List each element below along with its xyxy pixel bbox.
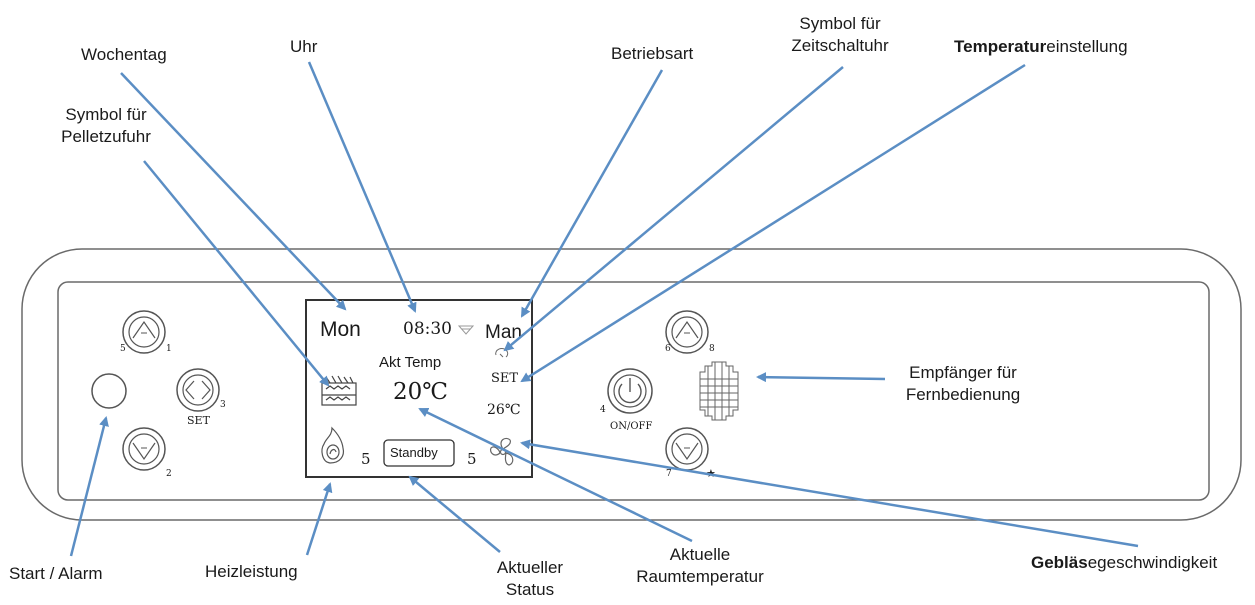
on-off-button[interactable]	[607, 368, 653, 414]
label-empf-line1: Empfänger für	[909, 363, 1017, 382]
label-uhr: Uhr	[290, 37, 318, 56]
label-empf-line2: Fernbedienung	[905, 385, 1021, 404]
flame-power-icon	[321, 426, 345, 464]
label-wochentag: Wochentag	[81, 45, 167, 64]
label-raum-line1: Aktuelle	[669, 545, 731, 564]
right-down-star: ★	[706, 467, 716, 480]
label-status: Aktueller Status	[475, 557, 585, 601]
lcd-power-level: 5	[361, 450, 371, 468]
right-up-button[interactable]	[665, 310, 709, 354]
lcd-set-temp: 26℃	[487, 402, 521, 418]
pellet-feed-icon	[321, 375, 357, 406]
left-set-label: SET	[187, 414, 210, 427]
left-right-button[interactable]	[176, 368, 220, 412]
left-up-num-left: 5	[120, 344, 126, 354]
label-zeitschaltuhr: Symbol für Zeitschaltuhr	[770, 13, 910, 57]
label-pellet-line1: Symbol für	[65, 105, 147, 124]
label-empfaenger: Empfänger für Fernbedienung	[888, 362, 1038, 406]
right-down-button[interactable]	[665, 427, 709, 471]
left-down-num: 2	[166, 469, 172, 479]
onoff-num: 4	[600, 405, 606, 415]
right-up-num-right: 8	[709, 344, 715, 354]
lcd-weekday: Mon	[320, 318, 361, 341]
label-geblaese-bold: Gebläs	[1031, 553, 1088, 572]
left-up-num-right: 1	[166, 344, 172, 354]
label-geblaese-rest: egeschwindigkeit	[1087, 553, 1218, 572]
label-status-line1: Aktueller	[496, 558, 564, 577]
label-temp-rest: einstellung	[1046, 37, 1128, 56]
label-start-alarm: Start / Alarm	[9, 564, 103, 583]
lcd-akt-temp-label: Akt Temp	[379, 354, 442, 371]
label-zeitschalt-line2: Zeitschaltuhr	[791, 36, 889, 55]
wifi-indicator-icon	[457, 325, 475, 335]
label-betriebsart: Betriebsart	[611, 44, 694, 63]
label-raumtemperatur: Aktuelle Raumtemperatur	[615, 544, 785, 588]
label-temperatureinstellung: Temperatureinstellung	[954, 36, 1128, 58]
label-temp-bold: Temperatur	[954, 37, 1047, 56]
lcd-set-label: SET	[491, 371, 519, 386]
lcd-status: Standby	[390, 445, 438, 460]
lcd-fan-level: 5	[467, 450, 477, 468]
start-alarm-button[interactable]	[91, 373, 127, 409]
lcd-mode: Man	[485, 322, 522, 343]
label-raum-line2: Raumtemperatur	[636, 567, 764, 586]
lcd-room-temp: 20℃	[393, 379, 448, 405]
label-pellet-line2: Pelletzufuhr	[61, 127, 151, 146]
remote-receiver-icon	[699, 361, 739, 421]
label-zeitschalt-line1: Symbol für	[799, 14, 881, 33]
label-heizleistung: Heizleistung	[205, 562, 298, 581]
left-right-num: 3	[220, 400, 226, 410]
label-pellet: Symbol für Pelletzufuhr	[36, 104, 176, 148]
timer-icon	[495, 348, 509, 358]
label-geblaesegeschwindigkeit: Gebläsegeschwindigkeit	[1031, 552, 1217, 574]
lcd-clock: 08:30	[403, 319, 452, 339]
onoff-label: ON/OFF	[610, 421, 653, 432]
label-status-line2: Status	[505, 580, 555, 599]
right-down-num-left: 7	[666, 469, 672, 479]
left-up-button[interactable]	[122, 310, 166, 354]
right-up-num-left: 6	[665, 344, 671, 354]
left-down-button[interactable]	[122, 427, 166, 471]
